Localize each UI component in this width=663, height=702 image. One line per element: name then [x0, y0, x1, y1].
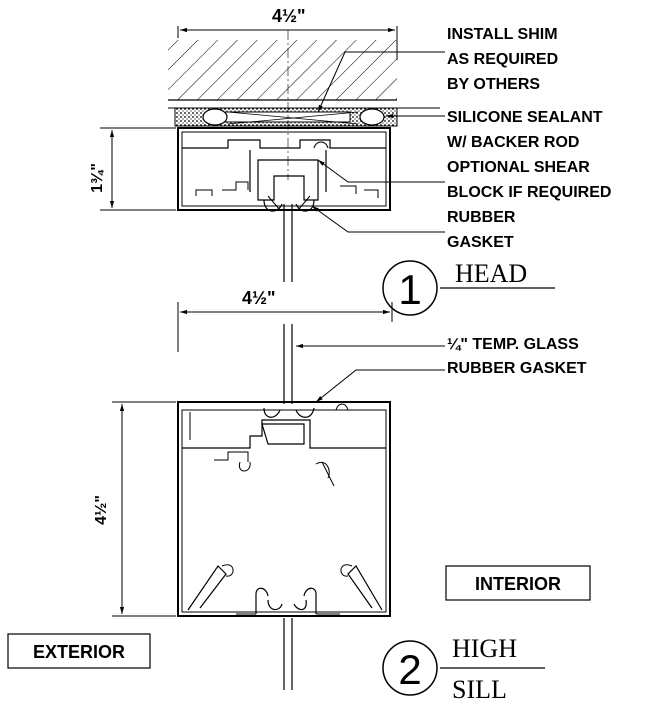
head-substrate-hatch [168, 40, 397, 100]
sill-detail-tag-circle [382, 640, 438, 696]
note-install-shim-3: BY OTHERS [447, 76, 540, 93]
note-shear-block-1: OPTIONAL SHEAR [447, 159, 590, 176]
note-shear-block-2: BLOCK IF REQUIRED [447, 184, 611, 201]
sill-height-dimension: 4½" [93, 495, 110, 525]
backer-rod-right [359, 108, 385, 126]
exterior-label: EXTERIOR [33, 642, 125, 662]
sill-width-dimension: 4½" [242, 288, 276, 308]
note-silicone-2: W/ BACKER ROD [447, 134, 579, 151]
exterior-label-box [7, 633, 151, 669]
note-rubber-gasket-2: GASKET [447, 234, 514, 251]
interior-label-box [445, 565, 591, 601]
note-temp-glass: ¼" TEMP. GLASS [447, 336, 579, 353]
head-detail-number: 1 [398, 266, 421, 313]
sill-frame-profile [177, 401, 391, 617]
head-detail-tag-circle [382, 260, 438, 316]
head-frame-profile [177, 127, 391, 211]
head-width-dimension: 4½" [272, 6, 306, 26]
head-height-dimension: 1¾" [89, 163, 106, 193]
backer-rod-left [202, 108, 228, 126]
sill-detail-number: 2 [398, 646, 421, 693]
note-silicone-1: SILICONE SEALANT [447, 109, 603, 126]
note-sill-rubber-gasket: RUBBER GASKET [447, 360, 587, 377]
sill-detail-title-line2: SILL [452, 675, 507, 702]
head-detail-title: HEAD [455, 259, 527, 288]
sill-detail-title-line1: HIGH [452, 634, 517, 663]
note-install-shim-2: AS REQUIRED [447, 51, 558, 68]
interior-label: INTERIOR [475, 574, 561, 594]
note-rubber-gasket-1: RUBBER [447, 209, 516, 226]
note-install-shim-1: INSTALL SHIM [447, 26, 558, 43]
sill-detail: 4½" ¼" TEMP. GLASS RUBBER GASKET [7, 288, 591, 702]
head-detail: 4½" 1¾" INSTALL SHIM AS REQUIRED BY OTHE… [89, 6, 611, 316]
